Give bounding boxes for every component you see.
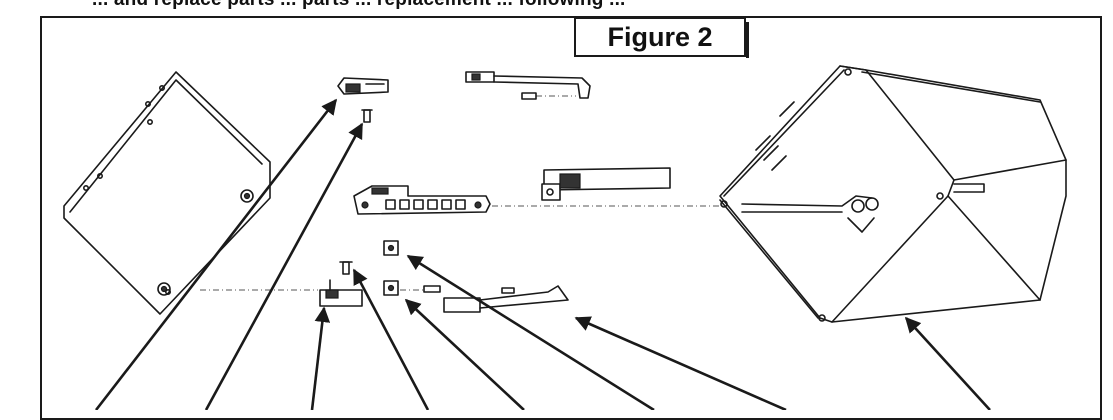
square-nut-lower xyxy=(383,280,399,296)
callout-leader-3 xyxy=(310,306,331,410)
lower-hinge-pin xyxy=(339,261,353,275)
upper-hinge-pin xyxy=(361,109,373,123)
figure-label-text: Figure 2 xyxy=(607,21,713,52)
upper-latch-arm xyxy=(465,71,591,100)
door-stop-bracket xyxy=(541,167,671,201)
callout-leaders xyxy=(94,98,991,410)
enclosure-side-panel xyxy=(63,71,271,315)
terminal-block-strip xyxy=(353,185,720,215)
cabinet-housing xyxy=(719,65,1067,323)
lower-hinge-bracket xyxy=(319,279,363,307)
header-text: ... and replace parts ... parts ... repl… xyxy=(92,0,626,11)
callout-leader-2 xyxy=(204,122,364,410)
callout-leader-8 xyxy=(904,316,991,410)
upper-hinge-bracket xyxy=(337,77,389,95)
callout-leader-7 xyxy=(574,316,787,410)
figure-label: Figure 2 xyxy=(574,17,749,58)
callout-leader-4 xyxy=(352,268,430,410)
lower-latch-arm xyxy=(200,285,569,313)
square-nut-upper xyxy=(383,240,399,256)
callout-leader-6 xyxy=(406,254,655,410)
callout-leader-1 xyxy=(94,98,338,410)
header-text-fragment: ... and replace parts ... parts ... repl… xyxy=(0,0,1113,16)
exploded-view-drawing xyxy=(63,65,1067,410)
callout-leader-5 xyxy=(404,298,525,410)
